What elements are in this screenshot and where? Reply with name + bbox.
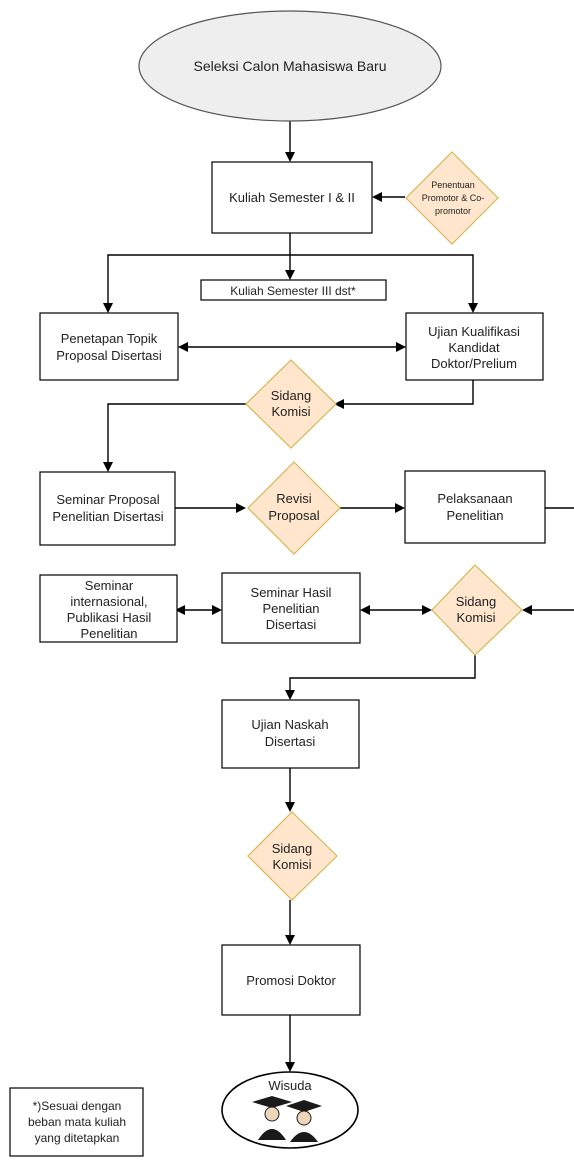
arrow-sidang1-to-seminar-proposal: [103, 403, 246, 472]
sidang2-line-1: Sidang: [456, 594, 496, 609]
ujian-kualifikasi-node: Ujian Kualifikasi Kandidat Doktor/Preliu…: [405, 312, 544, 381]
ujian-naskah-node: Ujian Naskah Disertasi: [221, 699, 360, 769]
internasional-line-1: Seminar: [85, 578, 134, 593]
promosi-label: Promosi Doktor: [246, 973, 336, 988]
sidang1-line-1: Sidang: [271, 388, 311, 403]
kuliah12-label: Kuliah Semester I & II: [229, 190, 355, 205]
sidang-komisi-3-node: Sidang Komisi: [247, 811, 338, 901]
seminar-proposal-node: Seminar Proposal Penelitian Disertasi: [39, 471, 176, 546]
footnote-line-2: beban mata kuliah: [28, 1115, 126, 1129]
footnote-line-3: yang ditetapkan: [35, 1131, 120, 1145]
wisuda-label: Wisuda: [268, 1078, 312, 1093]
revisi-line-2: Proposal: [268, 508, 319, 523]
seminar-hasil-line-2: Penelitian: [262, 601, 319, 616]
seminar-hasil-node: Seminar Hasil Penelitian Disertasi: [221, 572, 361, 644]
topik-node: Penetapan Topik Proposal Disertasi: [39, 312, 179, 381]
wisuda-node: Wisuda: [221, 1071, 359, 1149]
seminar-internasional-node: Seminar internasional, Publikasi Hasil P…: [39, 574, 178, 643]
graduates-icon: [252, 1096, 322, 1142]
kuliah12-node: Kuliah Semester I & II: [211, 161, 373, 234]
penentuan-node: Penentuan Promotor & Co- promotor: [405, 151, 499, 245]
penentuan-line-3: promotor: [435, 206, 471, 216]
ujian-kualifikasi-line-3: Doktor/Prelium: [431, 356, 517, 371]
topik-line-1: Penetapan Topik: [61, 331, 158, 346]
sidang2-line-2: Komisi: [456, 610, 495, 625]
revisi-proposal-node: Revisi Proposal: [247, 461, 341, 555]
internasional-line-3: Publikasi Hasil: [67, 610, 152, 625]
start-label: Seleksi Calon Mahasiswa Baru: [194, 58, 387, 74]
internasional-line-4: Penelitian: [80, 626, 137, 641]
sidang-komisi-1-node: Sidang Komisi: [245, 359, 337, 449]
arrow-sidang2-to-ujian-naskah: [285, 655, 476, 700]
penentuan-line-1: Penentuan: [431, 180, 475, 190]
pelaksanaan-line-1: Pelaksanaan: [437, 491, 512, 506]
ujian-naskah-line-1: Ujian Naskah: [251, 717, 328, 732]
arrow-to-ujian-kualifikasi: [290, 254, 478, 313]
ujian-naskah-line-2: Disertasi: [265, 734, 316, 749]
footnote-line-1: *)Sesuai dengan: [33, 1099, 122, 1113]
seminar-hasil-line-1: Seminar Hasil: [251, 585, 332, 600]
topik-line-2: Proposal Disertasi: [56, 348, 162, 363]
sidang3-line-2: Komisi: [272, 857, 311, 872]
sidang-komisi-2-node: Sidang Komisi: [431, 564, 523, 656]
kuliah3-label: Kuliah Semester III dst*: [230, 284, 356, 298]
penentuan-line-2: Promotor & Co-: [422, 193, 485, 203]
arrow-to-topik: [103, 254, 290, 313]
ujian-kualifikasi-line-2: Kandidat: [448, 340, 500, 355]
promosi-node: Promosi Doktor: [221, 944, 361, 1016]
kuliah3-node: Kuliah Semester III dst*: [200, 279, 387, 301]
pelaksanaan-node: Pelaksanaan Penelitian: [404, 470, 546, 544]
sidang1-line-2: Komisi: [271, 404, 310, 419]
footnote-node: *)Sesuai dengan beban mata kuliah yang d…: [9, 1087, 144, 1157]
pelaksanaan-line-2: Penelitian: [446, 508, 503, 523]
arrow-ujian-to-sidang1: [334, 380, 474, 409]
internasional-line-2: internasional,: [70, 594, 147, 609]
revisi-line-1: Revisi: [276, 491, 312, 506]
connectors: [103, 121, 574, 1072]
start-node: Seleksi Calon Mahasiswa Baru: [138, 10, 442, 122]
ujian-kualifikasi-line-1: Ujian Kualifikasi: [428, 324, 520, 339]
seminar-proposal-line-2: Penelitian Disertasi: [52, 509, 163, 524]
seminar-proposal-line-1: Seminar Proposal: [56, 492, 159, 507]
seminar-hasil-line-3: Disertasi: [266, 617, 317, 632]
sidang3-line-1: Sidang: [272, 841, 312, 856]
